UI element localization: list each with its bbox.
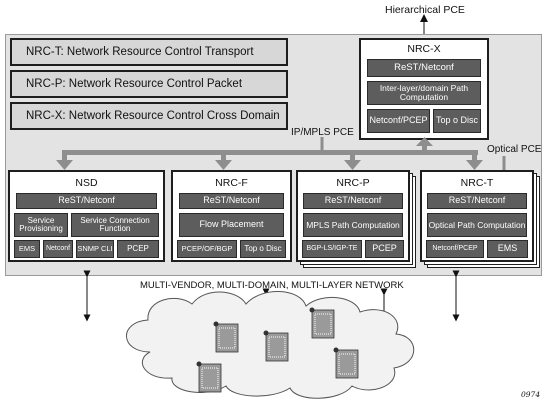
nrcp-arrow-icon xyxy=(344,160,361,170)
router-icon xyxy=(213,321,239,353)
network-label: MULTI-VENDOR, MULTI-DOMAIN, MULTI-LAYER … xyxy=(140,280,404,291)
nrc-p-title: NRC-P xyxy=(336,177,370,189)
nsd-title: NSD xyxy=(75,177,98,189)
nsd-snmp-cli: SNMP CLI xyxy=(76,240,114,258)
nrc-p-restconf: ReST/Netconf xyxy=(303,193,403,209)
nrc-t-restconf: ReST/Netconf xyxy=(427,193,527,209)
definition-nrc-p: NRC-P: Network Resource Control Packet xyxy=(10,70,288,98)
nrc-f-flow-placement: Flow Placement xyxy=(179,213,284,237)
router-icon xyxy=(333,347,359,379)
nsd-ems: EMS xyxy=(14,240,40,258)
nsd-service-connection: Service Connection Function xyxy=(71,213,159,237)
nrc-t-ems: EMS xyxy=(487,240,528,258)
nrc-t-title: NRC-T xyxy=(460,177,494,189)
router-icon-group xyxy=(196,307,359,393)
nrc-t-optical-path: Optical Path Computation xyxy=(427,213,527,237)
nsd-pcep: PCEP xyxy=(117,240,159,258)
nrct-arrow-icon xyxy=(466,160,483,170)
router-icon xyxy=(263,330,289,362)
nrc-f-restconf: ReST/Netconf xyxy=(179,193,284,209)
nrc-p-box: NRC-P ReST/Netconf MPLS Path Computation… xyxy=(296,170,410,262)
nsd-box: NSD ReST/Netconf Service Provisioning Se… xyxy=(8,170,165,262)
nrc-p-bgp-ls: BGP-LS/IGP-TE xyxy=(302,240,362,258)
nsd-service-provisioning: Service Provisioning xyxy=(14,213,68,237)
nsd-restconf: ReST/Netconf xyxy=(16,193,157,209)
router-icon xyxy=(309,307,335,339)
definition-nrc-t: NRC-T: Network Resource Control Transpor… xyxy=(10,38,288,66)
router-icon xyxy=(196,361,222,393)
nrc-f-topo-disc: Top o Disc xyxy=(240,240,286,258)
nrc-x-title: NRC-X xyxy=(407,43,441,55)
nrc-x-netconf-pcep: Netconf/PCEP xyxy=(367,109,430,133)
nrcf-arrow-icon xyxy=(215,160,232,170)
hierarchical-pce-label: Hierarchical PCE xyxy=(385,4,465,16)
nsd-arrow-icon xyxy=(56,160,73,170)
nrc-f-title: NRC-F xyxy=(215,177,248,189)
definition-nrc-x: NRC-X: Network Resource Control Cross Do… xyxy=(10,102,288,130)
nrc-x-topo-disc: Top o Disc xyxy=(433,109,481,133)
nrc-x-restconf: ReST/Netconf xyxy=(367,59,481,77)
nrc-f-box: NRC-F ReST/Netconf Flow Placement PCEP/O… xyxy=(171,170,292,262)
nrc-x-path-computation: Inter-layer/domain Path Computation xyxy=(367,81,481,105)
nrcx-arrow-icon xyxy=(416,137,433,146)
nrc-p-mpls-path: MPLS Path Computation xyxy=(303,213,403,237)
nrc-f-pcep-of-bgp: PCEP/OF/BGP xyxy=(177,240,237,258)
ipmpls-pce-label: IP/MPLS PCE xyxy=(291,127,354,138)
nrc-p-pcep: PCEP xyxy=(365,240,404,258)
nrc-t-netconf-pcep: Netconf/PCEP xyxy=(426,240,484,258)
nsd-netconf: Netconf xyxy=(43,240,73,258)
nrc-t-box: NRC-T ReST/Netconf Optical Path Computat… xyxy=(420,170,534,262)
optical-pce-label: Optical PCE xyxy=(487,144,542,155)
figure-number: 0974 xyxy=(521,390,541,399)
